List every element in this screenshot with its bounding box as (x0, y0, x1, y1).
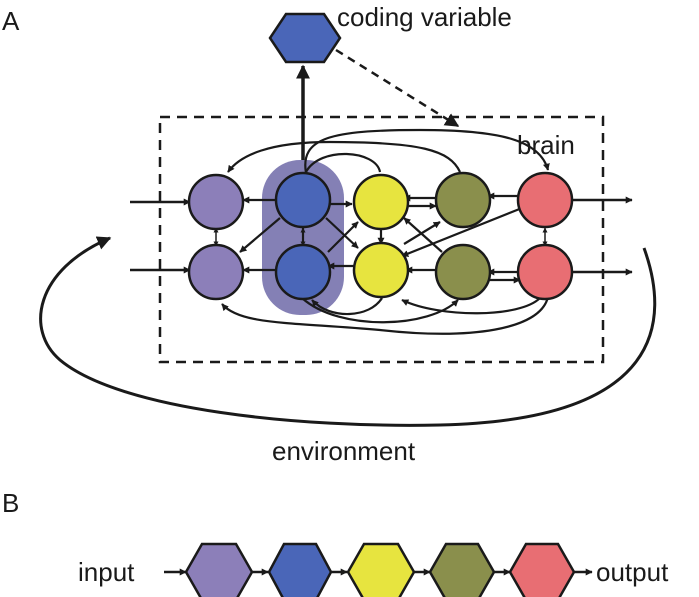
stage-red-hexagon (508, 542, 576, 597)
arc-red-to-purple-bottom (221, 296, 550, 335)
environment-loop (39, 236, 657, 427)
neuron-purple-bottom (187, 243, 245, 301)
arc-blue-to-red-top (304, 128, 550, 174)
edge-yellow-bottom-to-olive-top (403, 221, 441, 245)
coding-variable-label: coding variable (337, 2, 512, 32)
environment-label: environment (272, 436, 416, 466)
edge-blue-bottom-to-yellow-top (327, 221, 359, 253)
neuron-olive-bottom (434, 243, 492, 301)
panel-a-letter: A (2, 6, 20, 36)
arc-red-to-yellow-bottom (401, 297, 541, 315)
neuron-yellow-top (352, 173, 410, 231)
brain-box (158, 115, 605, 364)
stage-purple-hexagon (184, 542, 254, 597)
arc-blue-to-olive-bottom (301, 297, 459, 324)
panel-b-letter: B (2, 488, 19, 518)
edge-red-top-to-yellow-bottom (401, 206, 523, 258)
arc-yellow-to-blue-bottom (311, 297, 383, 316)
neuron-red-bottom (516, 243, 574, 301)
neuron-blue-top (274, 171, 332, 229)
input-label: input (78, 557, 135, 587)
neuron-blue-bottom (274, 243, 332, 301)
pipeline (184, 542, 576, 597)
feedback-dashed-arrow (335, 48, 460, 128)
edge-blue-top-to-yellow-bottom (325, 217, 359, 249)
neuron-grid (187, 171, 574, 301)
arc-olive-to-purple-top (227, 140, 462, 173)
neuron-olive-top (434, 171, 492, 229)
stage-blue-hexagon (267, 542, 333, 597)
stage-yellow-hexagon (346, 542, 416, 597)
edge-olive-bottom-to-yellow-top (403, 217, 443, 253)
coding-variable-hexagon (268, 12, 342, 64)
edge-blue-top-to-purple-bottom (239, 217, 281, 253)
neuron-red-top (516, 171, 574, 229)
arc-yellow-to-blue-top (305, 152, 382, 173)
neuron-purple-top (187, 173, 245, 231)
output-label: output (596, 557, 669, 587)
stage-olive-hexagon (428, 542, 496, 597)
neuron-yellow-bottom (352, 241, 410, 299)
